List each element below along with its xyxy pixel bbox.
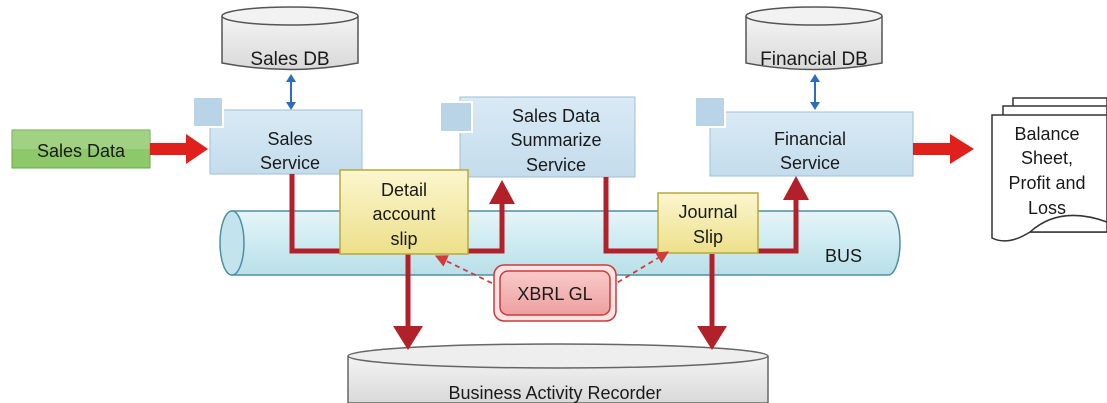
summarize-service-label-1: Sales Data: [512, 106, 601, 126]
financial-db-label: Financial DB: [760, 49, 868, 70]
detail-slip-label-1: Detail: [381, 180, 427, 200]
financial-service-label-1: Financial: [774, 129, 846, 149]
journal-slip: [657, 192, 759, 254]
input-flow-arrow: [150, 134, 208, 164]
sales-data-label: Sales Data: [37, 141, 126, 161]
xbrl-dashed-link-left: [434, 255, 501, 288]
sales-data-input: [11, 129, 151, 169]
sales-service-label-2: Service: [260, 153, 320, 173]
output-label-3: Profit and: [1008, 173, 1085, 193]
sales-db-cylinder: [221, 6, 359, 71]
financial-db-link-arrow: [810, 74, 820, 110]
bus-label: BUS: [825, 246, 862, 266]
financial-service-label-2: Service: [780, 153, 840, 173]
sales-service-label-1: Sales: [267, 129, 312, 149]
detail-slip-label-2: account: [372, 204, 435, 224]
output-label-1: Balance: [1014, 124, 1079, 144]
journal-slip-label-2: Slip: [693, 227, 723, 247]
financial-up-arrowhead: [783, 176, 809, 200]
summarize-service-label-2: Summarize: [510, 130, 601, 150]
financial-service-box: [694, 96, 914, 177]
sales-db-label: Sales DB: [250, 49, 329, 70]
journal-slip-label-1: Journal: [678, 202, 737, 222]
xbrl-gl-label: XBRL GL: [517, 284, 592, 304]
output-document-stack: [991, 97, 1107, 242]
sales-service-box: [192, 96, 363, 175]
business-activity-recorder: [347, 343, 769, 403]
recorder-label: Business Activity Recorder: [448, 383, 661, 403]
summarize-up-arrowhead: [489, 180, 515, 204]
summarize-service-label-3: Service: [526, 155, 586, 175]
sales-db-link-arrow: [286, 74, 296, 110]
summarize-service-box: [439, 96, 636, 178]
recorder-down-arrowhead-2: [697, 326, 727, 350]
xbrl-dashed-link-right: [609, 251, 670, 288]
recorder-down-arrowhead-1: [393, 326, 423, 350]
xbrl-gl-badge: [493, 264, 617, 322]
output-label-4: Loss: [1028, 198, 1066, 218]
output-flow-arrow: [913, 134, 974, 164]
output-label-2: Sheet,: [1021, 148, 1073, 168]
financial-db-cylinder: [745, 6, 883, 71]
detail-account-slip: [339, 169, 469, 255]
detail-slip-label-3: slip: [390, 229, 417, 249]
